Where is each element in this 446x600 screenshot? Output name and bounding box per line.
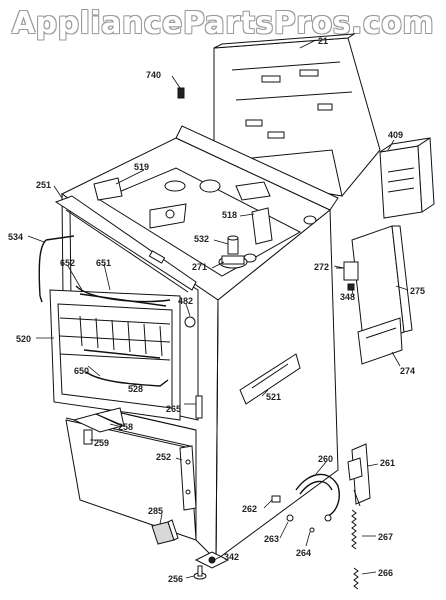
- callout-275: 275: [410, 286, 425, 296]
- callout-348: 348: [340, 292, 355, 302]
- callout-266: 266: [378, 568, 393, 578]
- callout-519: 519: [134, 162, 149, 172]
- sensor: [184, 316, 196, 328]
- callout-21: 21: [318, 36, 328, 46]
- side-trim: [351, 225, 413, 365]
- callout-259: 259: [94, 438, 109, 448]
- leveling-leg: [193, 551, 230, 580]
- callout-650: 650: [74, 366, 89, 376]
- hinge-arm-260: [295, 473, 340, 522]
- callout-256: 256: [168, 574, 183, 584]
- callout-251: 251: [36, 180, 51, 190]
- callout-272: 272: [314, 262, 329, 272]
- terminal-block: [379, 137, 435, 219]
- slot-265: [195, 395, 203, 419]
- callout-263: 263: [264, 534, 279, 544]
- callout-482: 482: [178, 296, 193, 306]
- leader-lines: [27, 39, 409, 579]
- switch: [336, 261, 359, 291]
- bracket-252: [179, 445, 197, 511]
- callout-261: 261: [380, 458, 395, 468]
- callout-652: 652: [60, 258, 75, 268]
- hinge-261: [347, 443, 371, 507]
- callout-258: 258: [118, 422, 133, 432]
- callout-521: 521: [266, 392, 281, 402]
- burner-parts: [93, 177, 187, 229]
- front-frame-top: [54, 195, 197, 293]
- watermark: AppliancePartsPros.com: [11, 6, 435, 41]
- callout-260: 260: [318, 454, 333, 464]
- callout-528: 528: [128, 384, 143, 394]
- small-fasteners: [271, 495, 315, 533]
- callout-409: 409: [388, 130, 403, 140]
- callout-342: 342: [224, 552, 239, 562]
- door-gasket: [38, 235, 75, 303]
- callout-252: 252: [156, 452, 171, 462]
- clip-285: [151, 519, 179, 545]
- back-panel: [213, 33, 381, 197]
- thermostat: [218, 235, 248, 269]
- callout-520: 520: [16, 334, 31, 344]
- callout-265: 265: [166, 404, 181, 414]
- screw-740: [177, 87, 185, 99]
- callout-740: 740: [146, 70, 161, 80]
- oven-cavity: [49, 285, 181, 421]
- callout-271: 271: [192, 262, 207, 272]
- callout-262: 262: [242, 504, 257, 514]
- callout-534: 534: [8, 232, 23, 242]
- callout-274: 274: [400, 366, 415, 376]
- springs: [351, 509, 359, 590]
- callout-labels: 21 740 409 519 251 518 534 532 652 651 2…: [8, 36, 425, 584]
- callout-532: 532: [194, 234, 209, 244]
- callout-285: 285: [148, 506, 163, 516]
- hinge-258: [72, 407, 125, 445]
- callout-651: 651: [96, 258, 111, 268]
- callout-264: 264: [296, 548, 311, 558]
- callout-267: 267: [378, 532, 393, 542]
- callout-518: 518: [222, 210, 237, 220]
